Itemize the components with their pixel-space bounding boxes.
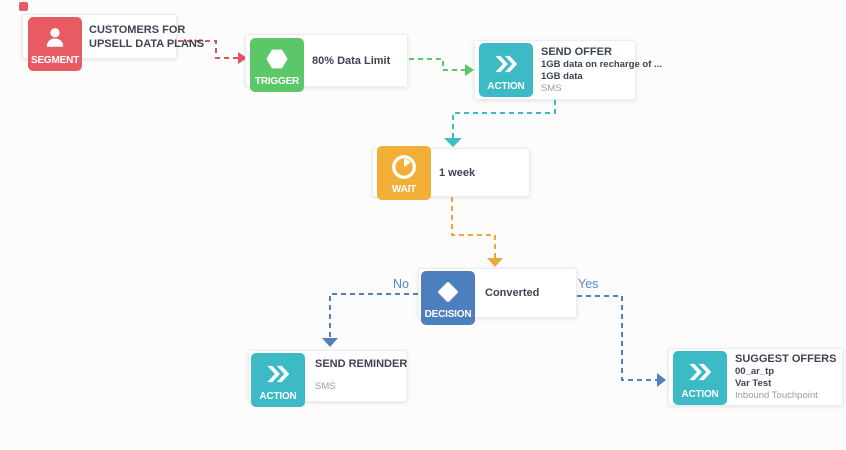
send-offer-type-label: ACTION	[487, 81, 525, 92]
hexagon-icon	[262, 43, 292, 75]
double-chevron-icon	[491, 48, 521, 80]
segment-title-line1: CUSTOMERS FOR	[89, 23, 186, 36]
send-reminder-node[interactable]: ACTION SEND REMINDER SMS	[248, 350, 408, 407]
send-offer-channel: SMS	[541, 83, 562, 94]
wait-title: 1 week	[439, 166, 476, 179]
wait-type-label: WAIT	[391, 184, 417, 195]
send-offer-title: SEND OFFER	[541, 46, 612, 58]
suggest-offers-icon-box: ACTION	[673, 351, 727, 405]
send-reminder-title: SEND REMINDER	[315, 358, 408, 370]
decision-branch-yes-label: Yes	[578, 277, 599, 291]
suggest-offers-node[interactable]: ACTION SUGGEST OFFERS 00_ar_tp Var Test …	[668, 348, 843, 406]
send-offer-icon-box: ACTION	[479, 43, 533, 97]
trigger-type-label: TRIGGER	[254, 76, 300, 87]
trigger-node[interactable]: TRIGGER 80% Data Limit	[245, 34, 408, 92]
double-chevron-icon	[685, 356, 715, 388]
clipped-node-fragment	[19, 2, 28, 11]
wait-icon-box: WAIT	[377, 146, 431, 200]
person-icon	[40, 22, 70, 54]
send-offer-detail2: 1GB data	[541, 71, 583, 82]
suggest-offers-channel: Inbound Touchpoint	[735, 390, 818, 401]
segment-node[interactable]: SEGMENT CUSTOMERS FOR UPSELL DATA PLANS	[22, 14, 205, 71]
double-chevron-icon	[263, 358, 293, 390]
send-offer-node[interactable]: ACTION SEND OFFER 1GB data on recharge o…	[474, 40, 662, 100]
suggest-offers-type-label: ACTION	[681, 389, 719, 400]
clock-icon	[389, 151, 419, 183]
trigger-icon-box: TRIGGER	[250, 38, 304, 92]
segment-title-line2: UPSELL DATA PLANS	[89, 37, 205, 50]
trigger-title: 80% Data Limit	[312, 54, 391, 67]
send-offer-detail1: 1GB data on recharge of ...	[541, 59, 662, 70]
suggest-offers-detail2: Var Test	[735, 378, 772, 389]
decision-icon-box: DECISION	[421, 271, 475, 325]
send-reminder-type-label: ACTION	[259, 391, 297, 402]
send-reminder-icon-box: ACTION	[251, 353, 305, 407]
decision-title: Converted	[485, 287, 540, 299]
decision-branch-no-label: No	[393, 277, 409, 291]
diamond-icon	[433, 276, 463, 308]
segment-icon-box: SEGMENT	[28, 17, 82, 71]
wait-node[interactable]: WAIT 1 week	[372, 146, 530, 200]
decision-node[interactable]: DECISION Converted	[418, 268, 577, 325]
decision-type-label: DECISION	[424, 309, 472, 320]
send-reminder-channel: SMS	[315, 381, 336, 392]
suggest-offers-title: SUGGEST OFFERS	[735, 353, 837, 365]
suggest-offers-detail1: 00_ar_tp	[735, 366, 775, 377]
segment-type-label: SEGMENT	[30, 55, 80, 66]
